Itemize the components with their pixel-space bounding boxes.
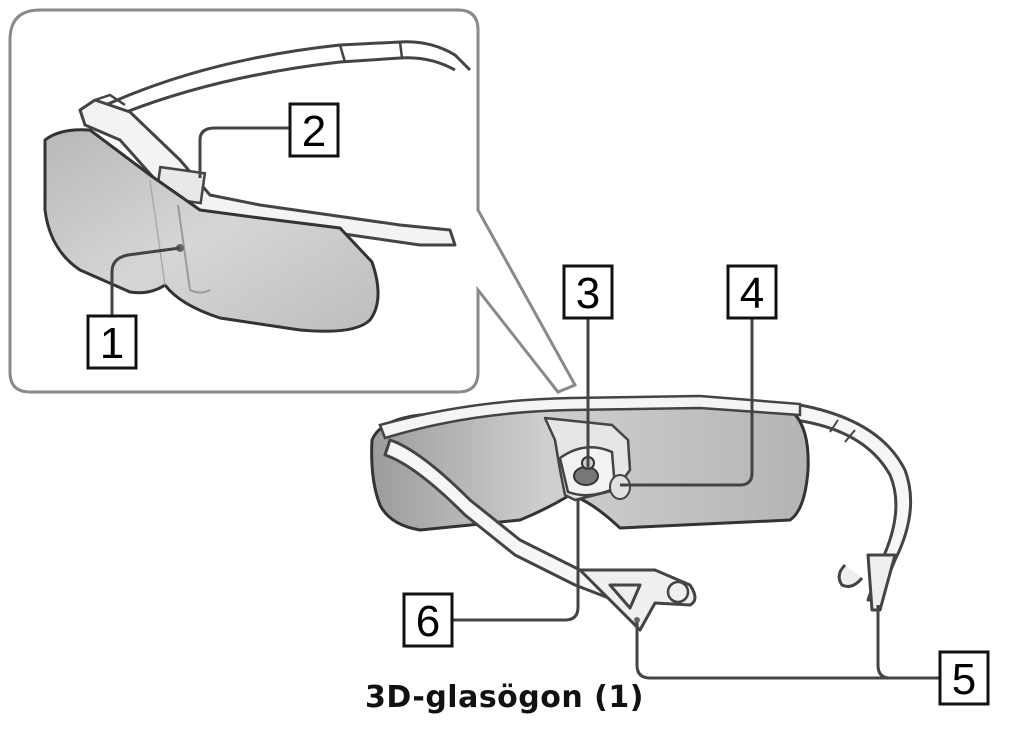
callout-6: 6 (402, 592, 454, 648)
leader-lines (452, 315, 940, 680)
headband-right (793, 403, 913, 602)
battery-cover (609, 474, 631, 500)
main-glasses (370, 394, 913, 632)
callout-5-label: 5 (952, 655, 976, 704)
left-earpiece (578, 568, 697, 632)
callout-2-label: 2 (302, 107, 326, 156)
callout-3: 3 (562, 264, 614, 320)
callout-4-label: 4 (740, 269, 764, 318)
right-earpiece (837, 553, 897, 612)
figure-caption: 3D-glasögon (1) (365, 680, 644, 715)
callout-1: 1 (86, 314, 138, 370)
callout-4: 4 (726, 264, 778, 320)
callout-1-label: 1 (100, 319, 124, 368)
callout-3-label: 3 (576, 269, 600, 318)
inset-temple-arm (94, 40, 472, 112)
inset-panel (8, 8, 578, 394)
main-frame-top (378, 394, 802, 440)
callout-6-label: 6 (416, 597, 440, 646)
callout-5: 5 (938, 650, 990, 706)
inset-border (8, 8, 578, 394)
callout-2: 2 (288, 102, 340, 158)
inset-lens (43, 128, 380, 333)
